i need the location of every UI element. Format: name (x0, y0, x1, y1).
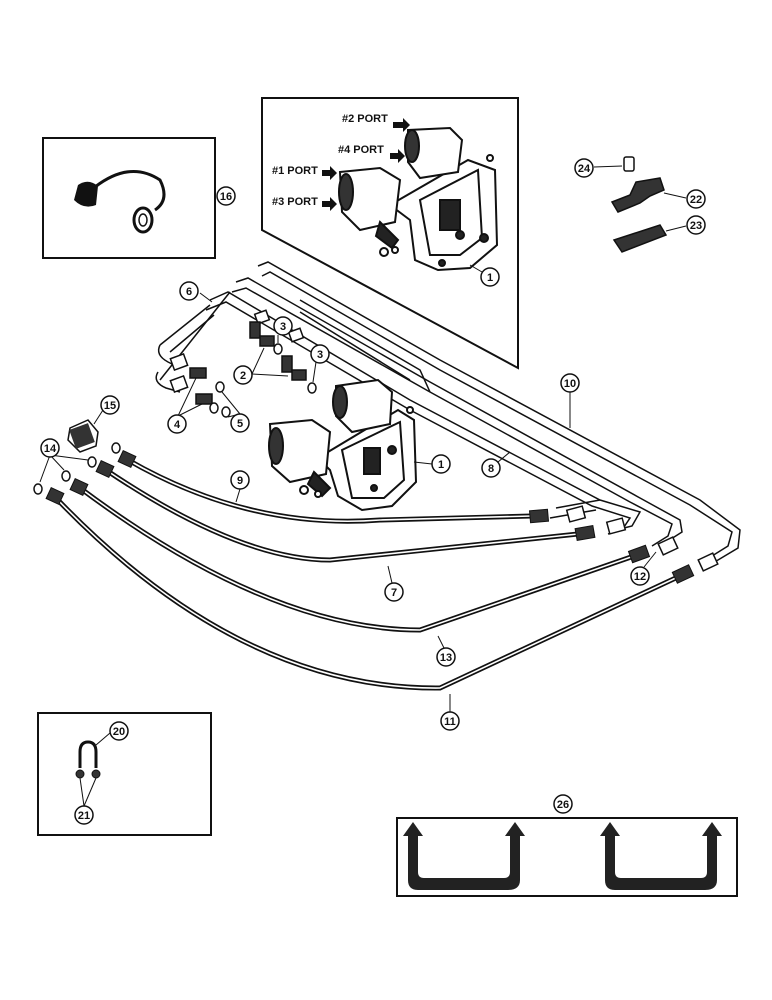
port-3-label: #3 PORT (272, 196, 318, 208)
hose-ends (45, 449, 695, 584)
valve-ports-inset: #2 PORT #4 PORT #1 PORT #3 PORT 1 (261, 97, 519, 370)
port-1-arrow-icon (322, 166, 337, 180)
routing-u-right (600, 822, 722, 890)
callout-4: 4 (174, 419, 181, 431)
callout-2: 2 (240, 370, 246, 382)
hose-routing-inset: 26 (396, 794, 738, 897)
tube-fittings (169, 309, 719, 572)
arrow-up-icon (600, 822, 620, 836)
arrow-up-icon (702, 822, 722, 836)
port-4-arrow-icon (390, 149, 405, 163)
callout-16: 16 (220, 191, 232, 203)
port-3-arrow-icon (322, 197, 337, 211)
callout-13: 13 (440, 652, 452, 664)
callout-1-main: 1 (438, 459, 444, 471)
clamp-parts: 24 22 23 (574, 156, 706, 253)
arrow-up-icon (505, 822, 525, 836)
plate-icon (612, 224, 668, 253)
callout-22: 22 (690, 194, 702, 206)
callout-3-lower: 3 (317, 349, 323, 361)
callout-5: 5 (237, 418, 243, 430)
small-fittings (189, 321, 317, 418)
port-2-arrow-icon (393, 118, 410, 132)
hoses (54, 457, 682, 691)
spacer-icon (623, 156, 635, 172)
nut-icon (75, 769, 85, 779)
callout-20: 20 (113, 726, 125, 738)
port-1-label: #1 PORT (272, 165, 318, 177)
callout-3-upper: 3 (280, 321, 286, 333)
callout-11: 11 (444, 716, 456, 728)
port-2-label: #2 PORT (342, 113, 388, 125)
callout-14: 14 (44, 443, 57, 455)
callout-23: 23 (690, 220, 702, 232)
callouts-hoses: 9 7 13 11 12 8 10 (230, 373, 657, 731)
arrow-up-icon (403, 822, 423, 836)
callout-12: 12 (634, 571, 646, 583)
callout-7: 7 (391, 587, 397, 599)
routing-u-left (403, 822, 525, 890)
rigid-tubes (155, 261, 741, 567)
callout-9: 9 (237, 475, 243, 487)
callout-6: 6 (186, 286, 192, 298)
clamp-icon (610, 177, 665, 213)
callout-10: 10 (564, 378, 576, 390)
callout-24: 24 (578, 163, 591, 175)
control-valve-inset (338, 126, 499, 272)
callout-21: 21 (78, 810, 90, 822)
coupler-and-orings: 15 14 (33, 395, 121, 495)
callout-26: 26 (557, 799, 569, 811)
u-bolt-inset: 20 21 (37, 712, 212, 836)
control-valve-main (268, 378, 433, 512)
dust-cap-inset: 16 (42, 137, 236, 259)
callout-8: 8 (488, 463, 494, 475)
port-4-label: #4 PORT (338, 144, 384, 156)
u-bolt-icon (78, 740, 98, 768)
callout-15: 15 (104, 400, 116, 412)
callouts-fittings: 6 3 3 2 4 5 (167, 281, 330, 434)
dust-cap-icon (74, 170, 166, 234)
callout-1-inset: 1 (487, 272, 493, 284)
